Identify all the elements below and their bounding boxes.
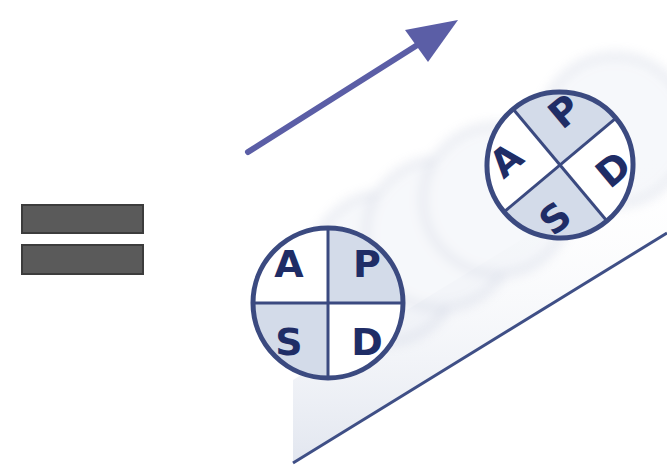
stage-letter: A bbox=[250, 225, 328, 303]
motion-blur bbox=[311, 56, 667, 342]
direction-arrow bbox=[248, 37, 430, 152]
stage-letter: P bbox=[328, 225, 406, 303]
equals-bar bbox=[22, 245, 143, 274]
pdsa-circle: APSD bbox=[250, 225, 406, 381]
arrow-head bbox=[405, 20, 458, 62]
equals-bar bbox=[22, 205, 143, 233]
stage-letter: D bbox=[328, 303, 406, 381]
divider bbox=[253, 302, 403, 305]
stage-letter: S bbox=[250, 303, 328, 381]
